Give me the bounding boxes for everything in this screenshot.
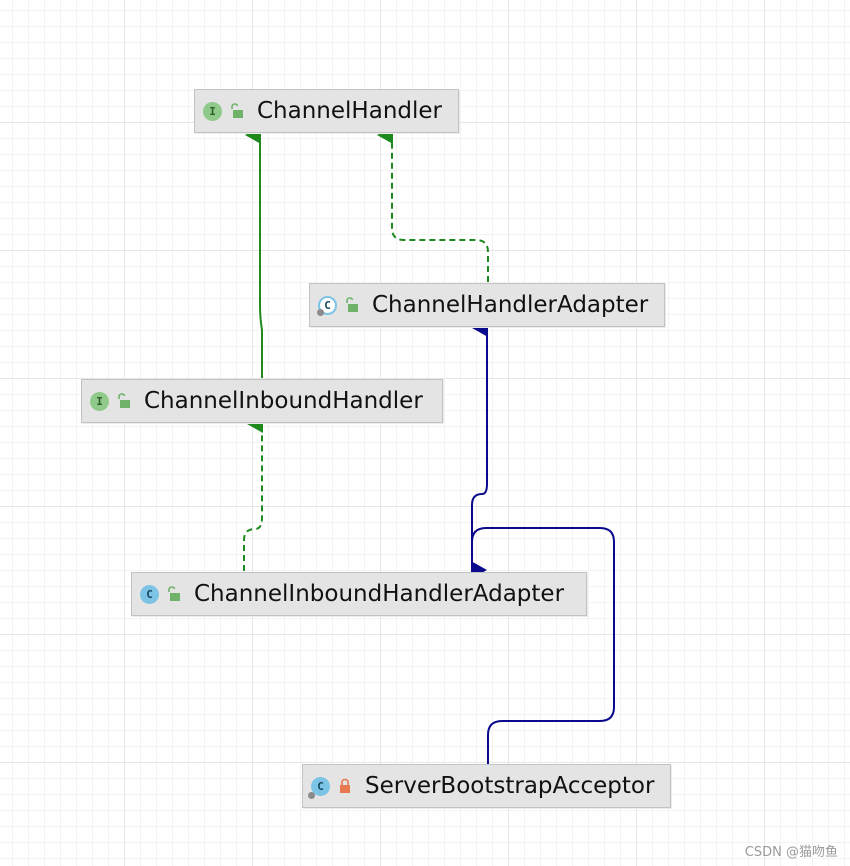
node-channel-handler[interactable]: I ChannelHandler — [194, 89, 459, 133]
node-channel-inbound-handler-adapter[interactable]: C ChannelInboundHandlerAdapter — [131, 572, 587, 616]
public-lock-icon — [168, 586, 180, 601]
class-icon: C — [308, 776, 330, 799]
edge-handler-adapter-to-channel-handler — [377, 126, 489, 282]
private-lock-icon — [340, 778, 350, 793]
abstract-class-icon: C — [317, 295, 337, 316]
node-channel-inbound-handler[interactable]: I ChannelInboundHandler — [81, 379, 443, 423]
inner-class-badge-icon — [308, 791, 315, 799]
node-label: ChannelHandler — [257, 98, 442, 124]
edge-inbound-adapter-to-handler-adapter — [471, 319, 488, 555]
public-lock-icon — [346, 297, 358, 312]
interface-icon: I — [203, 101, 222, 121]
public-lock-icon — [231, 103, 243, 118]
node-label: ChannelInboundHandlerAdapter — [194, 581, 565, 607]
abstract-badge-icon — [317, 308, 324, 316]
node-label: ChannelHandlerAdapter — [372, 292, 649, 318]
watermark: CSDN @猫吻鱼 — [744, 845, 838, 860]
public-lock-icon — [118, 393, 130, 408]
node-channel-handler-adapter[interactable]: C ChannelHandlerAdapter — [309, 283, 665, 327]
class-icon: C — [140, 584, 159, 604]
edge-acceptor-to-inbound-adapter — [471, 527, 615, 764]
interface-icon: I — [90, 391, 109, 411]
node-label: ServerBootstrapAcceptor — [365, 773, 655, 799]
node-server-bootstrap-acceptor[interactable]: C ServerBootstrapAcceptor — [302, 764, 671, 808]
edge-inbound-handler-to-channel-handler — [245, 126, 263, 378]
edge-inbound-adapter-to-inbound-handler — [243, 415, 263, 571]
node-label: ChannelInboundHandler — [144, 388, 423, 414]
